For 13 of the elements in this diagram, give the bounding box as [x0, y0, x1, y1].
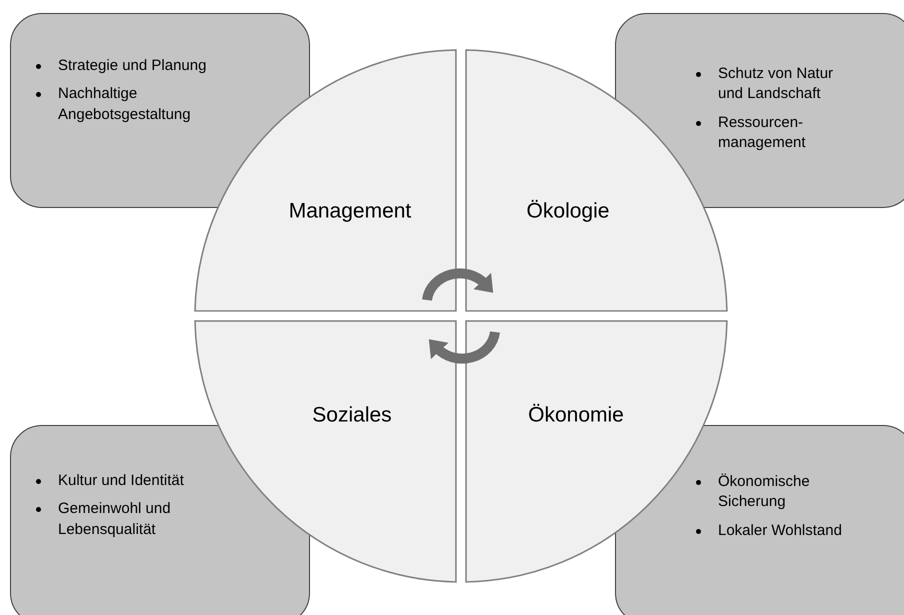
quadrant-title: Ökologie	[526, 198, 610, 224]
bullet-item: Ökonomische Sicherung	[718, 472, 811, 512]
bullet-item: Kultur und Identität	[58, 471, 184, 491]
bullet-item: Gemeinwohl und Lebensqualität	[58, 499, 172, 540]
bullet-item: Strategie und Planung	[58, 56, 206, 76]
rounded-box	[615, 13, 904, 208]
bullet-item: Schutz von Natur und Landschaft	[718, 64, 834, 104]
quadrant-title: Management	[288, 198, 412, 224]
quadrant-title: Ökonomie	[528, 402, 624, 428]
bullet-item: Lokaler Wohlstand	[718, 520, 842, 540]
bullet-item: Ressourcen-management	[718, 112, 807, 153]
bullet-item: Nachhaltige Angebotsgestaltung	[58, 84, 192, 124]
quadrant-title: Soziales	[312, 402, 392, 428]
